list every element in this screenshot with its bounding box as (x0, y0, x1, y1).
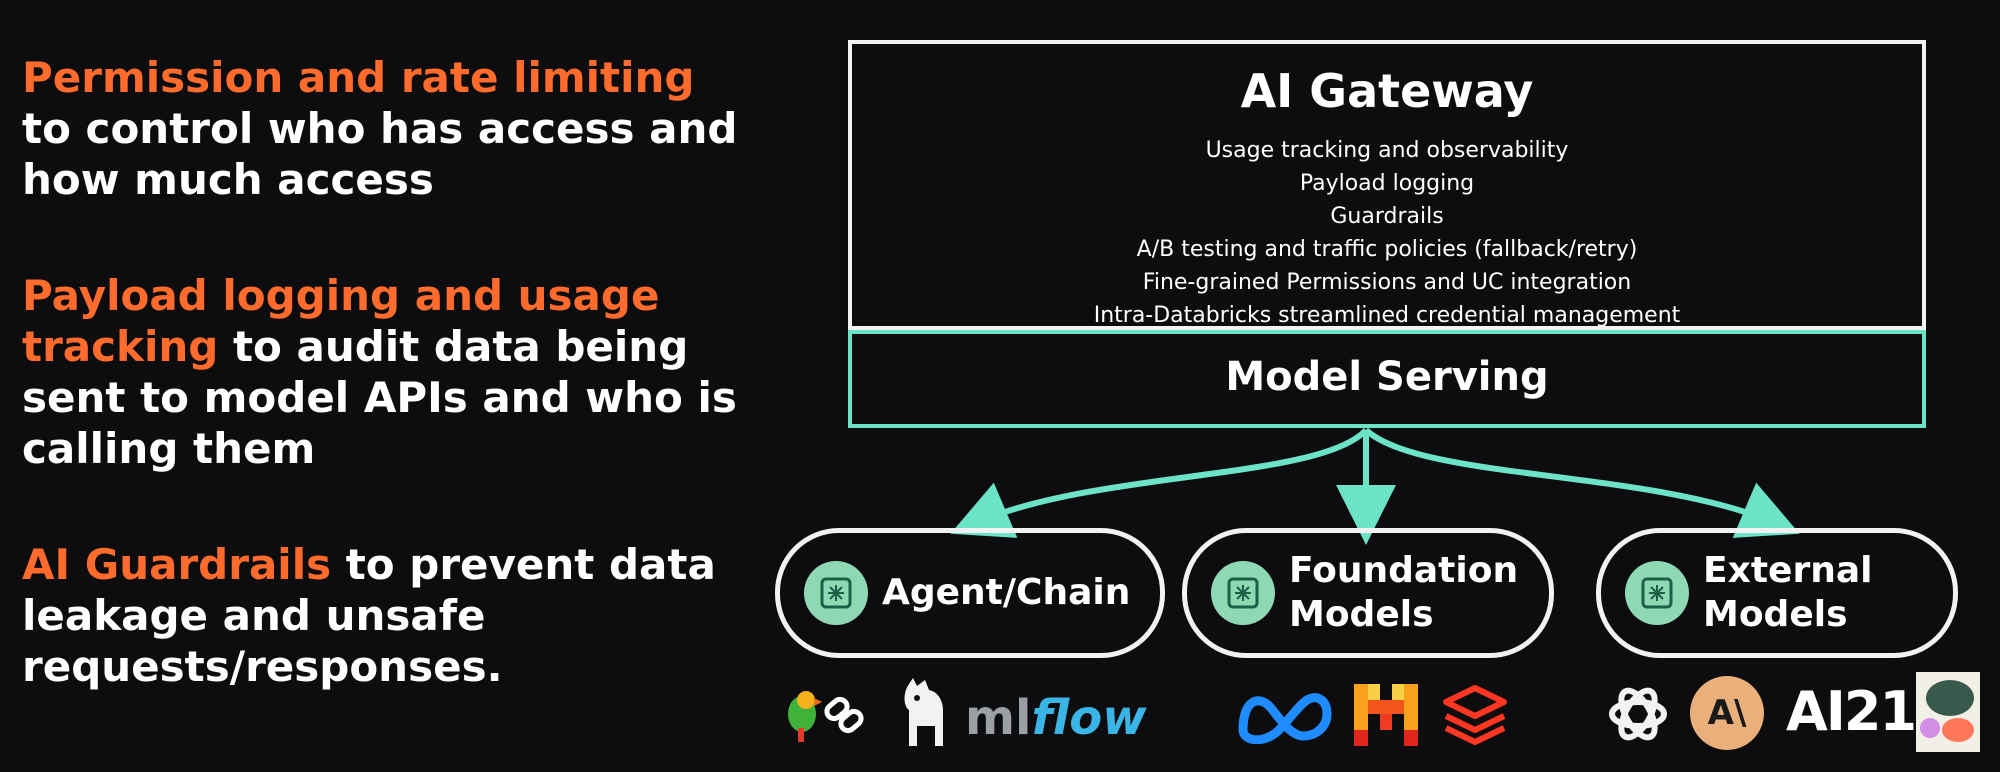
ai21-logo: AI21 (1786, 680, 1917, 743)
model-serving-title: Model Serving (1225, 354, 1549, 400)
parrot-chain-logo-icon (788, 691, 864, 742)
gateway-title: AI Gateway (1240, 64, 1534, 118)
gateway-feature: Usage tracking and observability (1205, 138, 1569, 163)
anthropic-logo-text: A\ (1707, 693, 1747, 733)
gateway-feature: Payload logging (1299, 171, 1475, 196)
arrow-to-external (1363, 427, 1800, 538)
target-label: Foundation Models (1289, 550, 1519, 635)
target-foundation-models: Foundation Models (1182, 528, 1554, 658)
mlflow-suffix: flow (1031, 690, 1147, 746)
gateway-feature-list: Usage tracking and observability Payload… (852, 134, 1922, 332)
benefit-highlight: Permission and rate limiting (22, 53, 695, 102)
databricks-logo-icon (1443, 685, 1507, 745)
gateway-feature: Guardrails (1330, 204, 1444, 229)
llama-logo-icon (904, 678, 943, 746)
gateway-feature: A/B testing and traffic policies (fallba… (1136, 237, 1638, 262)
mlflow-logo: mlflow (965, 690, 1147, 746)
brain-chip-icon (804, 561, 868, 625)
target-label: Agent/Chain (882, 572, 1131, 613)
benefit-text: to audit data being sent to model APIs a… (22, 322, 737, 473)
meta-logo-icon (1238, 693, 1332, 744)
anthropic-logo: A\ (1690, 676, 1764, 750)
gateway-feature: Intra-Databricks streamlined credential … (1093, 303, 1681, 328)
benefit-text: to control who has access and how much a… (22, 104, 738, 204)
benefit-highlight: Payload logging and usage tracking (22, 271, 660, 371)
ai-gateway-box: AI Gateway Usage tracking and observabil… (848, 40, 1926, 330)
brain-chip-icon (1625, 561, 1689, 625)
target-label: External Models (1703, 550, 1873, 635)
benefit-payload: Payload logging and usage tracking to au… (22, 270, 742, 474)
model-serving-box: Model Serving (848, 330, 1926, 428)
brain-chip-icon (1211, 561, 1275, 625)
cohere-logo-icon (1916, 672, 1980, 752)
mistral-logo-icon (1354, 684, 1418, 746)
benefit-highlight: AI Guardrails (22, 540, 332, 589)
target-agent-chain: Agent/Chain (775, 528, 1165, 658)
benefit-permission: Permission and rate limiting to control … (22, 52, 742, 205)
benefit-guardrails: AI Guardrails to prevent data leakage an… (22, 539, 742, 692)
target-external-models: External Models (1596, 528, 1958, 658)
gateway-feature: Fine-grained Permissions and UC integrat… (1142, 270, 1632, 295)
arrow-to-agent (950, 427, 1369, 538)
benefits-list: Permission and rate limiting to control … (22, 52, 742, 757)
mlflow-prefix: ml (965, 690, 1032, 746)
openai-logo-icon (1609, 687, 1667, 741)
benefit-text: to prevent data leakage and unsafe reque… (22, 540, 716, 691)
